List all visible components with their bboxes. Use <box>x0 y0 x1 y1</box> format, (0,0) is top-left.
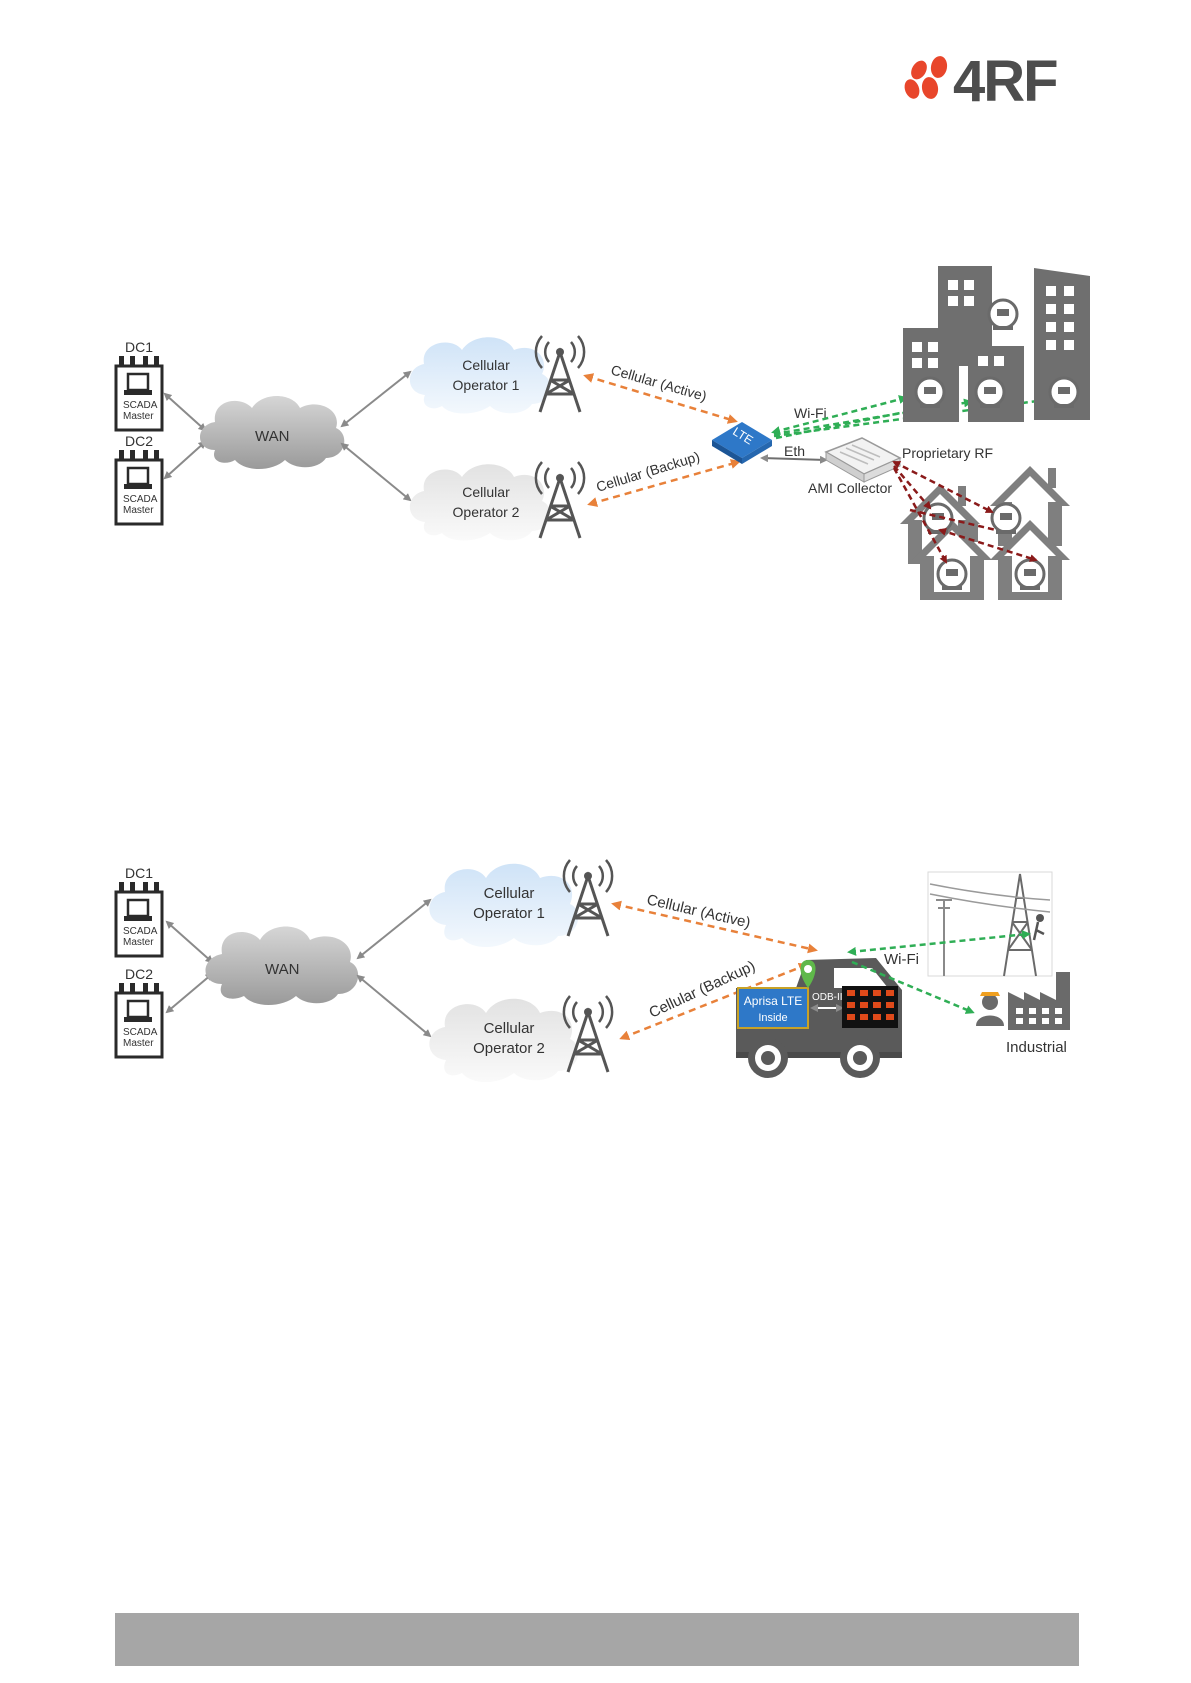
diagram-ami-backhaul: DC1 SCADA Master DC2 SCADA Master WAN Ce… <box>114 266 1090 600</box>
building-windows <box>912 280 1074 368</box>
operator1-cloud-icon <box>409 337 551 414</box>
d2-wifi-label: Wi-Fi <box>884 951 919 968</box>
d2-link-cellular-backup <box>619 962 809 1041</box>
d2-link-dc1-wan <box>165 920 214 964</box>
link-cellular-active <box>583 373 738 424</box>
proprietary-rf-label: Proprietary RF <box>902 445 993 461</box>
d2-link-wan-op2 <box>356 974 432 1038</box>
d2-dc1-label: DC1 <box>125 865 153 881</box>
odb-label: ODB-II <box>812 992 843 1003</box>
op1-line1: Cellular <box>462 357 510 373</box>
d2-link-cellular-active <box>611 900 818 954</box>
industrial-label: Industrial <box>1006 1039 1067 1056</box>
d2-dc1-master-text: Master <box>123 937 154 948</box>
aprisa-line2: Inside <box>758 1012 787 1024</box>
field-worker-icon <box>976 992 1004 1026</box>
d2-op1-line1: Cellular <box>484 885 535 902</box>
link-wan-op1 <box>340 370 412 428</box>
wan-cloud-icon <box>200 396 345 469</box>
d2-dc2-scada-text: SCADA <box>123 1027 158 1038</box>
proprietary-rf-links <box>892 460 1038 564</box>
d2-dc2-master-text: Master <box>123 1038 154 1049</box>
d2-cellular-active-label: Cellular (Active) <box>645 891 752 931</box>
d2-operator2-cloud-icon <box>429 998 579 1082</box>
lte-router-icon <box>712 422 772 464</box>
d2-link-wan-op1 <box>356 898 432 960</box>
link-dc2-wan <box>163 440 207 480</box>
logo-petals-icon <box>904 56 948 99</box>
ami-collector-icon <box>824 437 902 483</box>
footer-bar <box>115 1613 1079 1666</box>
dc1-label: DC1 <box>125 339 153 355</box>
link-wan-op2 <box>340 442 412 502</box>
ami-collector-label: AMI Collector <box>808 480 892 496</box>
brand-logo: 4RF <box>904 49 1059 114</box>
d2-wifi-link-industrial <box>851 960 975 1014</box>
logo-text: 4RF <box>953 49 1057 114</box>
dc2-scada-text: SCADA <box>123 494 158 505</box>
houses-icon <box>900 466 1070 600</box>
dc1-master-text: Master <box>123 411 154 422</box>
aprisa-line1: Aprisa LTE <box>744 994 802 1008</box>
op2-line1: Cellular <box>462 484 510 500</box>
diagram-mobile-workforce: DC1 SCADA Master DC2 SCADA Master WAN Ce… <box>114 858 1070 1082</box>
eth-label: Eth <box>784 443 805 459</box>
link-dc1-wan <box>163 392 207 432</box>
d2-dc2-label: DC2 <box>125 966 153 982</box>
power-line-worker-icon <box>927 871 1053 977</box>
d2-wan-cloud-icon <box>205 926 359 1005</box>
dc2-label: DC2 <box>125 433 153 449</box>
tower2-icon <box>534 460 586 540</box>
op1-line2: Operator 1 <box>453 377 520 393</box>
operator2-cloud-icon <box>409 464 551 541</box>
d2-operator1-cloud-icon <box>429 863 579 947</box>
tower1-icon <box>534 334 586 414</box>
d2-op1-line2: Operator 1 <box>473 905 545 922</box>
dc2-master-text: Master <box>123 505 154 516</box>
op2-line2: Operator 2 <box>453 504 520 520</box>
d2-op2-line2: Operator 2 <box>473 1040 545 1057</box>
factory-icon <box>1008 972 1070 1030</box>
d2-dc1-scada-text: SCADA <box>123 926 158 937</box>
link-cellular-backup <box>587 459 741 507</box>
d2-op2-line1: Cellular <box>484 1020 535 1037</box>
d2-wan-label: WAN <box>265 961 299 978</box>
link-eth <box>760 454 828 464</box>
dc1-scada-text: SCADA <box>123 400 158 411</box>
service-truck-icon <box>736 958 902 1078</box>
wifi-label: Wi-Fi <box>794 405 827 421</box>
d2-link-dc2-wan <box>165 972 214 1014</box>
wan-label: WAN <box>255 428 289 445</box>
